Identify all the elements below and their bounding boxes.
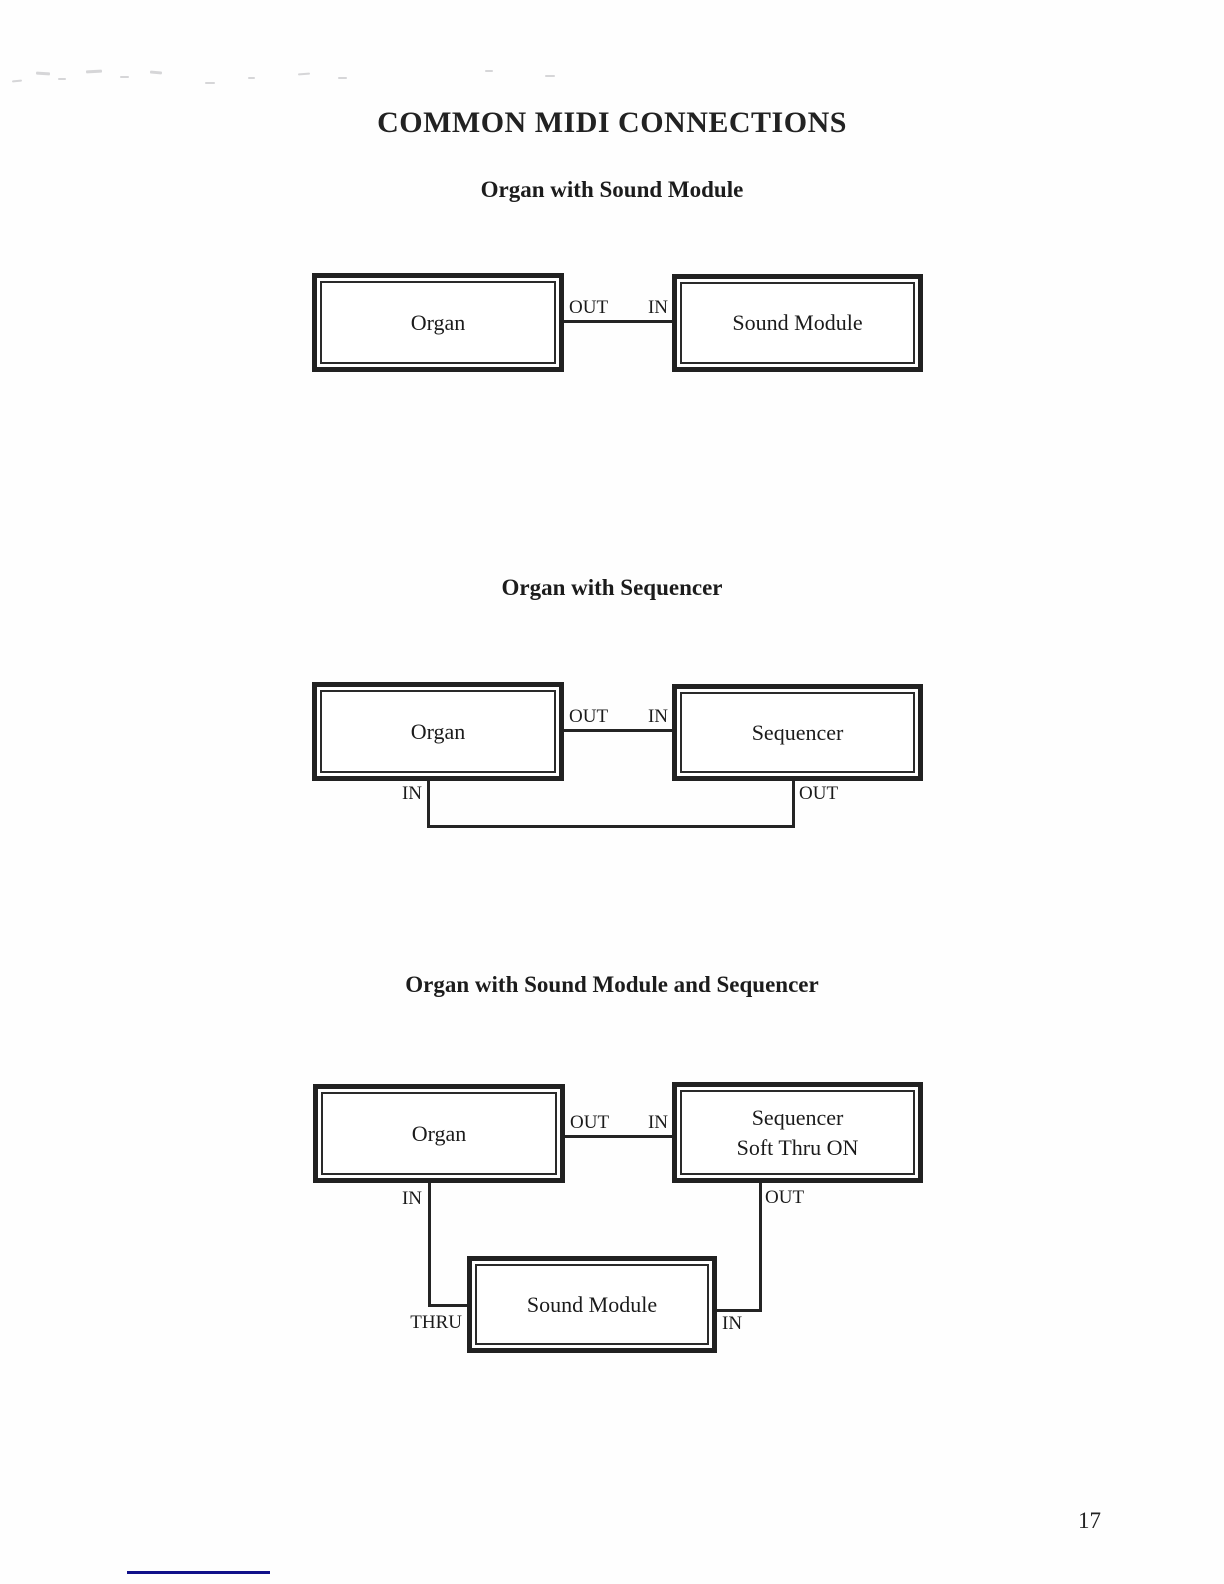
diagram1-in-port-label: IN: [647, 297, 668, 318]
diagram2-organ-box: Organ: [312, 682, 564, 781]
diagram1-title: Organ with Sound Module: [480, 177, 744, 202]
diagram3-sound-module-box: Sound Module: [467, 1256, 717, 1353]
diagram3-sequencer-out-port-label: OUT: [765, 1187, 805, 1208]
diagram3-organ-label: Organ: [411, 1120, 467, 1146]
diagram2-organ-label: Organ: [410, 718, 466, 744]
diagram2-return-cable-right-drop: [792, 781, 795, 828]
diagram1-sound-module-box: Sound Module: [672, 274, 923, 372]
diagram3-out-port-label: OUT: [570, 1112, 610, 1133]
diagram3-midi-cable-top: [565, 1135, 672, 1138]
diagram2-midi-cable-top: [564, 729, 672, 732]
diagram3-thru-cable-horizontal: [428, 1304, 467, 1307]
bottom-blue-underline-artifact: [127, 1571, 270, 1574]
diagram2-sequencer-label: Sequencer: [751, 719, 844, 745]
diagram3-organ-in-port-label: IN: [401, 1188, 422, 1209]
page-title: COMMON MIDI CONNECTIONS: [377, 106, 847, 139]
diagram3-sequencer-box: Sequencer Soft Thru ON: [672, 1082, 923, 1183]
page-number: 17: [1078, 1508, 1101, 1533]
diagram3-thru-cable-drop: [428, 1183, 431, 1307]
diagram3-title: Organ with Sound Module and Sequencer: [405, 972, 819, 997]
diagram2-out-port-label: OUT: [569, 706, 609, 727]
diagram2-organ-in-port-label: IN: [401, 783, 422, 804]
diagram1-organ-label: Organ: [410, 309, 466, 335]
diagram1-out-port-label: OUT: [569, 297, 609, 318]
diagram3-module-in-port-label: IN: [722, 1313, 743, 1334]
diagram1-midi-cable: [564, 320, 672, 323]
diagram2-sequencer-box: Sequencer: [672, 684, 923, 781]
diagram1-sound-module-label: Sound Module: [732, 310, 863, 336]
diagram2-sequencer-out-port-label: OUT: [799, 783, 839, 804]
diagram3-sound-module-label: Sound Module: [526, 1291, 658, 1317]
diagram3-sequencer-label-line1: Sequencer: [751, 1104, 844, 1130]
diagram3-organ-box: Organ: [313, 1084, 565, 1183]
diagram3-thru-port-label: THRU: [410, 1312, 462, 1333]
diagram3-sequencer-label-line2: Soft Thru ON: [736, 1134, 859, 1160]
diagram2-return-cable-bottom: [427, 825, 795, 828]
diagram1-organ-box: Organ: [312, 273, 564, 372]
diagram2-in-port-label: IN: [647, 706, 668, 727]
diagram2-title: Organ with Sequencer: [501, 575, 723, 600]
diagram2-return-cable-left-drop: [427, 781, 430, 828]
diagram3-in-port-label: IN: [647, 1112, 668, 1133]
diagram3-sequencer-out-cable-horizontal: [717, 1309, 762, 1312]
diagram3-sequencer-out-cable-drop: [759, 1183, 762, 1312]
